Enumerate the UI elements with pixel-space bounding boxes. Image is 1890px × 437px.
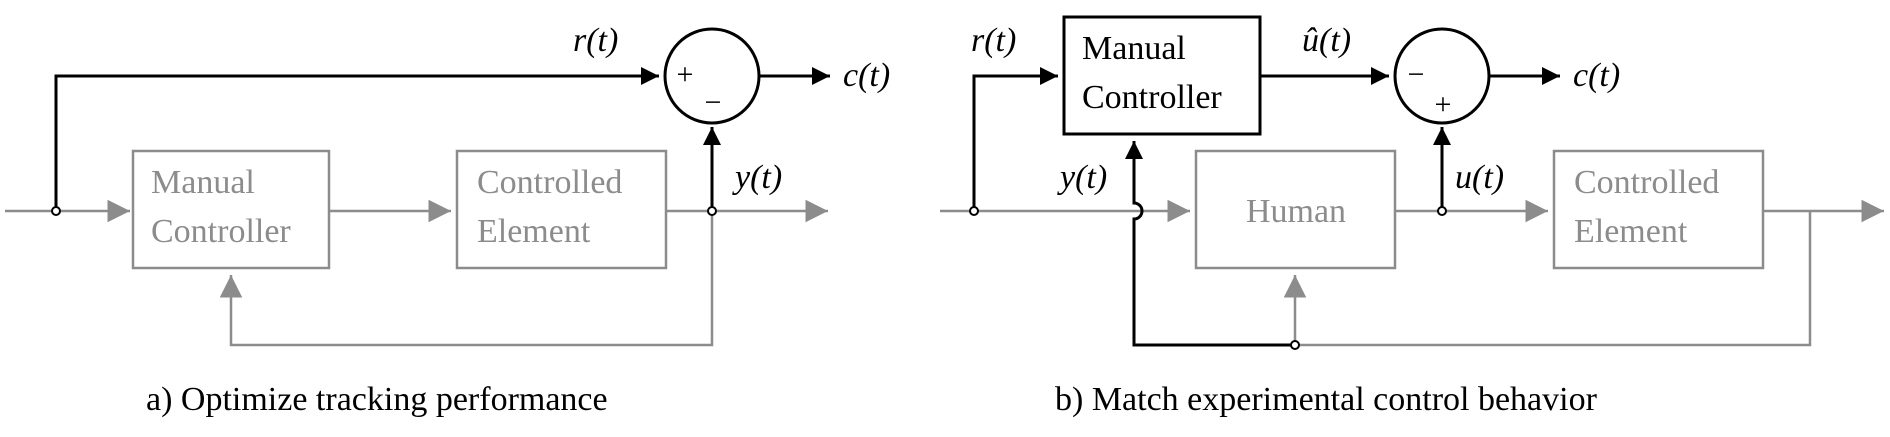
a-branch-dot-input	[51, 206, 61, 216]
b-mc-label-line2: Controller	[1082, 79, 1222, 116]
b-controlled-element-box	[1552, 149, 1765, 270]
b-reference-line	[972, 67, 1058, 211]
b-feedback-line	[1283, 211, 1812, 347]
a-ce-label-line2: Element	[477, 213, 591, 250]
a-branch-dot-output	[707, 206, 717, 216]
a-signal-r: r(t)	[573, 22, 618, 59]
b-summer-minus: −	[1408, 58, 1425, 91]
a-caption: a) Optimize tracking performance	[146, 381, 608, 418]
b-signal-u: u(t)	[1455, 159, 1504, 196]
a-controlled-element-box	[455, 149, 668, 270]
b-y-feedback-line	[1125, 141, 1295, 347]
b-branch-dot-input	[969, 206, 979, 216]
a-signal-c: c(t)	[843, 57, 890, 94]
a-manual-controller-box	[131, 149, 331, 270]
panel-b: − + Manual Controller Human Controlled E…	[940, 15, 1884, 418]
a-summer-minus: −	[705, 86, 722, 119]
a-signal-y: y(t)	[732, 159, 782, 196]
b-signal-uhat: û(t)	[1302, 22, 1351, 59]
b-caption: b) Match experimental control behavior	[1055, 381, 1598, 418]
b-signal-y: y(t)	[1057, 159, 1107, 196]
b-mc-label-line1: Manual	[1082, 30, 1186, 67]
b-signal-c: c(t)	[1573, 57, 1620, 94]
b-human-label: Human	[1246, 193, 1346, 230]
a-feedback-line	[219, 211, 714, 347]
b-branch-dot-u	[1437, 206, 1447, 216]
b-signal-r: r(t)	[971, 22, 1016, 59]
a-reference-line	[54, 67, 659, 211]
a-summer-plus: +	[677, 58, 694, 91]
b-ce-label-line2: Element	[1574, 213, 1688, 250]
a-mc-label-line1: Manual	[151, 164, 255, 201]
a-mc-label-line2: Controller	[151, 213, 291, 250]
b-ce-label-line1: Controlled	[1574, 164, 1719, 201]
a-ce-label-line1: Controlled	[477, 164, 622, 201]
b-branch-dot-feedback	[1290, 340, 1300, 350]
b-human-box	[1194, 149, 1397, 270]
panel-a: + − Manual Controller Controlled Element…	[5, 22, 890, 418]
b-summer-plus: +	[1435, 88, 1452, 121]
